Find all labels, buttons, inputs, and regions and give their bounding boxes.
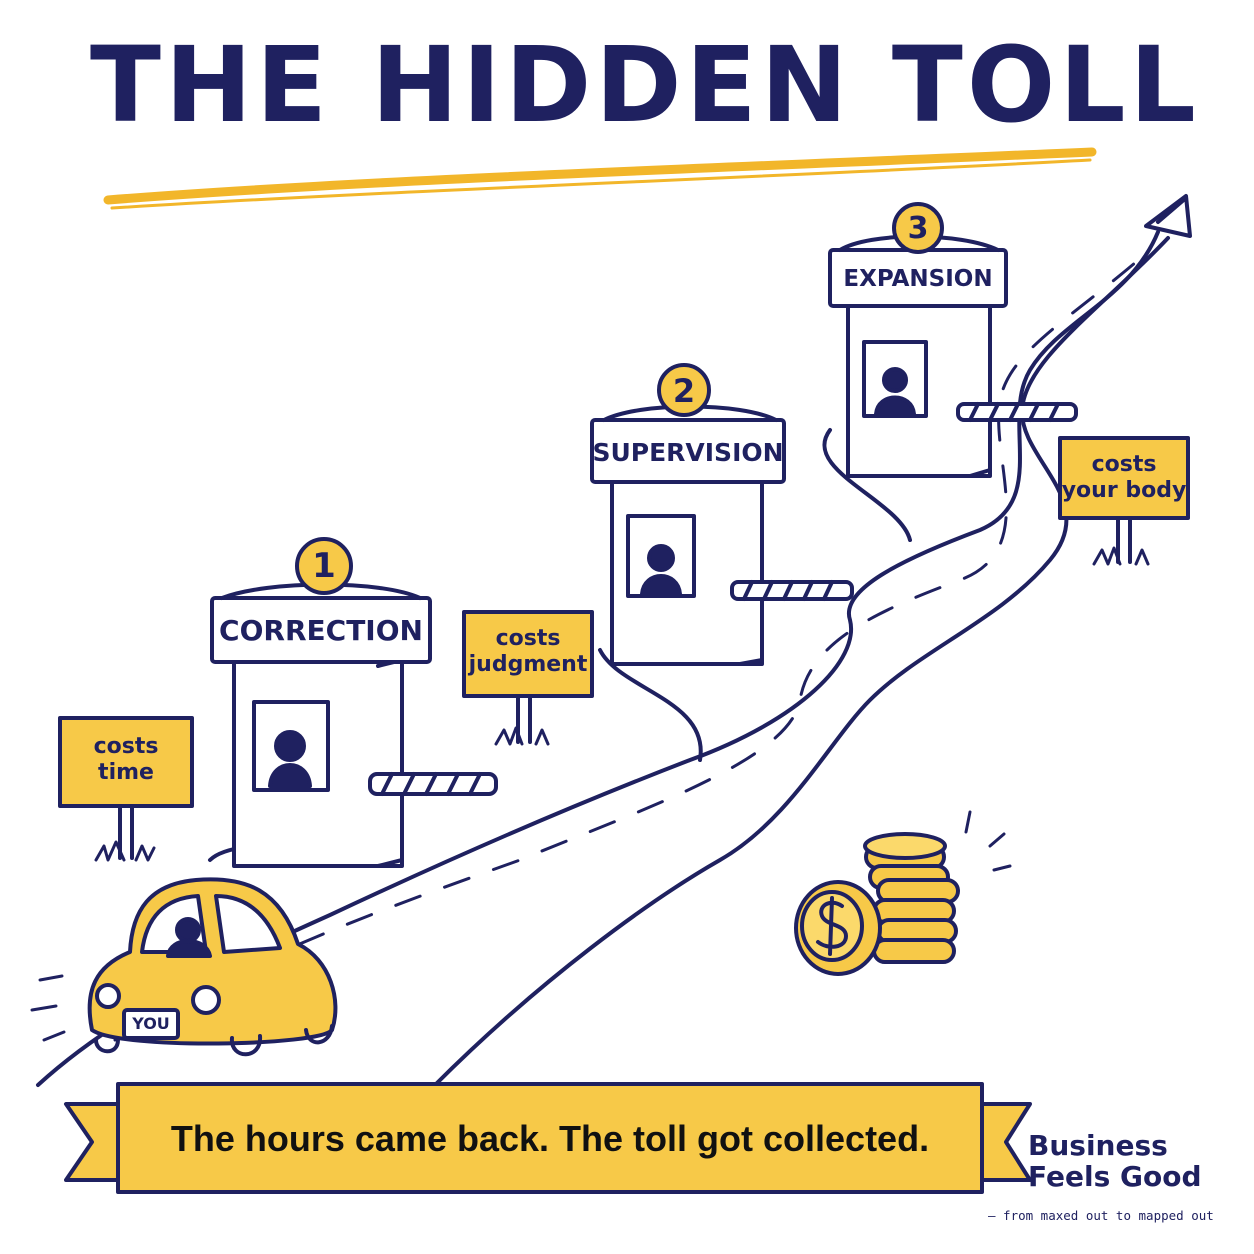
brand-logo: Business Feels Good <box>1028 1130 1201 1193</box>
booth-3-label: EXPANSION <box>843 266 993 292</box>
brand-tagline: — from maxed out to mapped out <box>988 1208 1214 1223</box>
sign-1-text: costs time <box>60 734 192 787</box>
coin-stack <box>863 832 960 964</box>
title-underline <box>103 147 1097 205</box>
sign-2-line-1: costs <box>495 626 561 651</box>
license-plate: YOU <box>132 1014 170 1033</box>
coin-icon <box>794 880 882 976</box>
sign-3-text: costs your body <box>1060 452 1188 505</box>
grass-icon <box>94 840 156 862</box>
booth-1-label: CORRECTION <box>219 614 423 647</box>
sign-2-text: costs judgment <box>464 626 592 679</box>
booth-2-label: SUPERVISION <box>592 438 784 467</box>
sign-3-line-1: costs <box>1091 452 1157 477</box>
car-icon <box>30 877 338 1057</box>
booth-3-number: 3 <box>907 211 929 246</box>
booth-2-number: 2 <box>672 372 696 410</box>
page-title: THE HIDDEN TOLL <box>90 24 1200 146</box>
sign-costs-time <box>58 716 194 862</box>
banner-ribbon <box>64 1082 1032 1194</box>
arrow-icon <box>1144 194 1192 238</box>
booth-3 <box>828 202 1078 478</box>
brand-line-2: Feels Good <box>1028 1160 1202 1194</box>
sign-costs-judgment <box>462 610 594 746</box>
brand-line-1: Business <box>1028 1129 1168 1162</box>
booth-1 <box>210 537 498 868</box>
booth-2 <box>590 363 854 666</box>
sign-3-line-2: your body <box>1061 478 1187 504</box>
booth-1-number: 1 <box>312 546 336 586</box>
road <box>36 230 1170 1087</box>
banner-text: The hours came back. The toll got collec… <box>170 1118 930 1159</box>
sign-costs-your-body <box>1058 436 1190 566</box>
sign-1-line-1: costs <box>93 734 159 759</box>
sign-1-line-2: time <box>98 760 154 786</box>
sign-2-line-2: judgment <box>468 652 588 678</box>
dollar-icon <box>816 896 848 956</box>
